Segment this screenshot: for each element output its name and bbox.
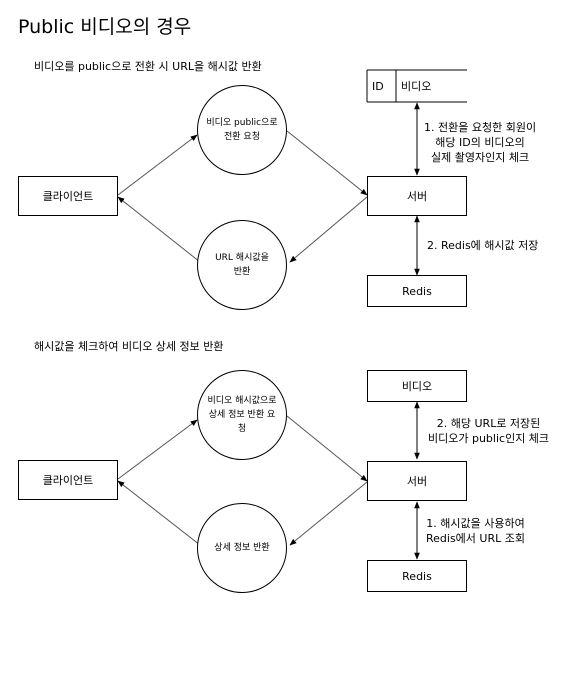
client-node-2: 클라이언트 <box>18 460 118 500</box>
video-table-shape <box>366 69 467 103</box>
request-circle: 비디오 public으로 전환 요청 <box>197 85 287 175</box>
response-circle-line1: URL 해시값을 <box>215 253 269 263</box>
edge-check-line3: 실제 촬영자인지 체크 <box>431 151 530 164</box>
edge-request-to-server <box>286 130 368 196</box>
edge-server-to-response <box>289 196 368 263</box>
request-circle-line2: 전환 요청 <box>224 132 260 142</box>
edge-response-to-client <box>117 196 201 263</box>
redis-node: Redis <box>367 275 467 307</box>
edge2-lookup-line2: Redis에서 URL 조회 <box>426 532 525 545</box>
response-circle-line2: 반환 <box>233 267 251 277</box>
edge2-request-to-server <box>286 415 368 482</box>
section2-caption: 해시값을 체크하여 비디오 상세 정보 반환 <box>34 340 224 353</box>
request-circle-2-line3: 청 <box>237 424 247 434</box>
edge2-lookup-label: 1. 해시값을 사용하여 Redis에서 URL 조회 <box>426 516 525 546</box>
response-circle-2-line1: 상세 정보 반환 <box>214 543 270 553</box>
edge-client-to-request <box>117 134 198 196</box>
response-circle: URL 해시값을 반환 <box>197 220 287 310</box>
edge2-response-to-client <box>117 480 201 546</box>
page-title: Public 비디오의 경우 <box>18 16 192 38</box>
client-label-2: 클라이언트 <box>42 474 94 487</box>
server-node-2: 서버 <box>367 461 467 501</box>
edge-check-line2: 해당 ID의 비디오의 <box>435 136 525 149</box>
redis-label: Redis <box>402 284 432 298</box>
request-circle-line1: 비디오 public으로 <box>206 118 278 128</box>
table-video-cell: 비디오 <box>401 80 432 93</box>
request-circle-2: 비디오 해시값으로 상세 정보 반환 요 청 <box>197 370 287 460</box>
request-circle-2-line2: 상세 정보 반환 요 <box>208 410 276 420</box>
table-id-cell: ID <box>372 79 384 93</box>
edge2-server-to-response <box>289 481 368 546</box>
edge-store-label: 2. Redis에 해시값 저장 <box>427 238 539 253</box>
section1-caption: 비디오를 public으로 전환 시 URL을 해시값 반환 <box>34 60 262 73</box>
server-label-2: 서버 <box>406 475 428 488</box>
client-label: 클라이언트 <box>42 190 94 203</box>
video-node-2: 비디오 <box>367 370 467 402</box>
request-circle-2-line1: 비디오 해시값으로 <box>207 396 277 406</box>
edge2-lookup-line1: 1. 해시값을 사용하여 <box>426 517 525 530</box>
edge-check-label: 1. 전환을 요청한 회원이 해당 ID의 비디오의 실제 촬영자인지 체크 <box>424 120 537 165</box>
edge2-check-line2: 비디오가 public인지 체크 <box>428 432 550 445</box>
redis-label-2: Redis <box>402 569 432 583</box>
server-label: 서버 <box>406 190 428 203</box>
response-circle-2: 상세 정보 반환 <box>197 503 287 593</box>
edge2-client-to-request <box>117 419 198 480</box>
server-node: 서버 <box>367 176 467 216</box>
redis-node-2: Redis <box>367 560 467 592</box>
client-node: 클라이언트 <box>18 176 118 216</box>
edge-check-line1: 1. 전환을 요청한 회원이 <box>424 121 537 134</box>
video-label-2: 비디오 <box>401 380 433 393</box>
edge2-check-line1: 2. 해당 URL로 저장된 <box>436 417 541 430</box>
edge2-check-label: 2. 해당 URL로 저장된 비디오가 public인지 체크 <box>428 416 550 446</box>
